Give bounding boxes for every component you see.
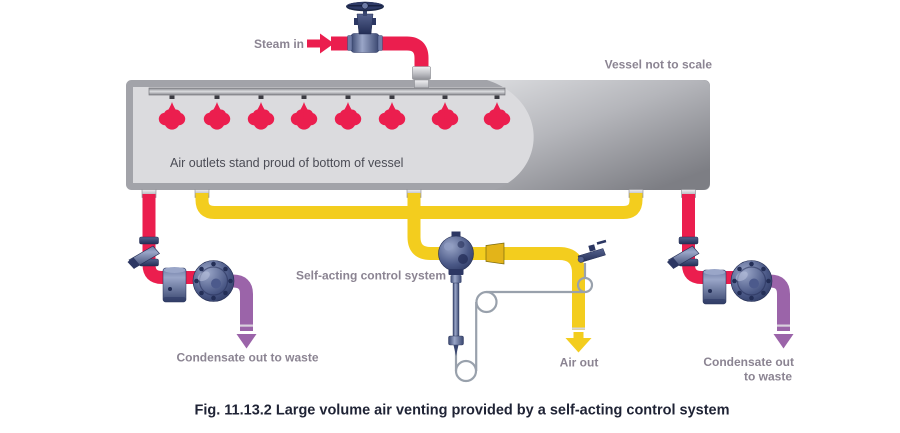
sparge-pipe bbox=[148, 87, 506, 96]
air-vent-pipework bbox=[195, 193, 643, 353]
pipe-break-mark bbox=[777, 324, 790, 327]
condensate-station-right bbox=[666, 194, 794, 349]
figure-caption: Fig. 11.13.2 Large volume air venting pr… bbox=[194, 403, 729, 419]
steam-in-label: Steam in bbox=[254, 37, 304, 51]
float-trap-right bbox=[730, 259, 773, 303]
condensate-left-label: Condensate out to waste bbox=[176, 351, 318, 365]
steam-in-arrow-icon bbox=[307, 33, 334, 54]
condensate-right-label-line2: to waste bbox=[744, 370, 792, 384]
y-strainer-right bbox=[666, 236, 700, 270]
collecting-pot-right bbox=[702, 268, 727, 305]
valve-handwheel-icon bbox=[346, 1, 384, 12]
control-system-label: Self-acting control system bbox=[296, 269, 446, 283]
air-out-label: Air out bbox=[560, 356, 599, 370]
vessel-inlet-flange bbox=[412, 66, 431, 80]
air-temperature-sensor bbox=[577, 239, 607, 263]
y-strainer-left bbox=[127, 236, 160, 270]
adjustment-spindle bbox=[452, 282, 460, 339]
pipe-break-mark bbox=[240, 324, 253, 327]
air-outlet-pipe bbox=[470, 247, 585, 330]
air-outlets-note: Air outlets stand proud of bottom of ves… bbox=[170, 156, 403, 170]
vessel-shell-exterior bbox=[487, 80, 710, 190]
collecting-pot-left bbox=[162, 266, 187, 303]
air-drop-pipe bbox=[407, 193, 442, 260]
pipe-break-mark bbox=[572, 327, 585, 330]
air-out-arrow-icon bbox=[565, 332, 592, 353]
condensate-right-label-line1: Condensate out bbox=[703, 355, 794, 369]
pipe-reducer bbox=[485, 242, 505, 265]
condensate-arrow-left-icon bbox=[236, 334, 257, 349]
condensate-station-left bbox=[127, 194, 257, 349]
float-trap-left bbox=[192, 259, 235, 303]
self-acting-control-valve bbox=[438, 231, 474, 356]
condensate-arrow-right-icon bbox=[773, 334, 794, 349]
steam-isolation-valve bbox=[346, 1, 384, 53]
steam-pipe bbox=[331, 36, 429, 70]
steam-inlet-line bbox=[307, 1, 431, 80]
vessel-note-label: Vessel not to scale bbox=[605, 58, 713, 72]
process-vessel: Air outlets stand proud of bottom of ves… bbox=[126, 79, 710, 198]
